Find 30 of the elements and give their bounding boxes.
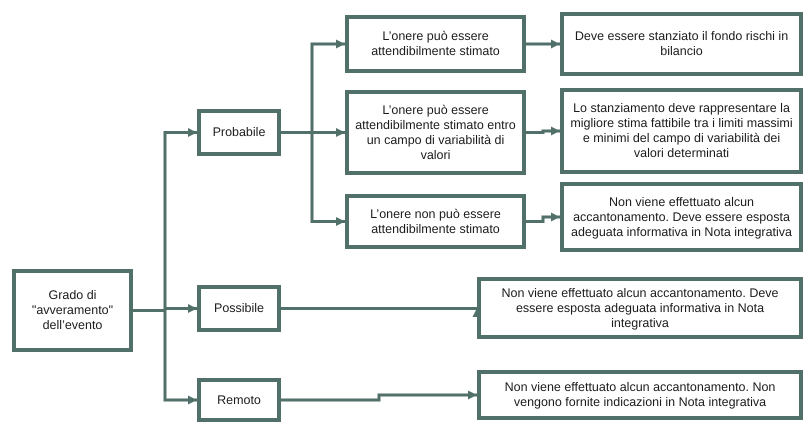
process-box <box>197 285 281 332</box>
box-text: Non viene effettuato alcun accantonamento. Non vengono fornite indicazioni in Nota integrativa <box>504 380 776 410</box>
box-text: Probabile <box>212 125 266 140</box>
arrow <box>133 309 197 404</box>
arrow <box>526 126 560 136</box>
box-text: Deve essere stanziato il fondo rischi in bilancio <box>574 29 790 59</box>
process-box <box>345 90 526 175</box>
box-text: Possibile <box>214 301 264 316</box>
arrow <box>281 390 477 402</box>
box-text: L’onere non può essere attendibilmente stimato <box>369 206 502 236</box>
box-text: Grado di "avveramento" dell’evento <box>30 288 114 333</box>
process-box <box>560 88 803 174</box>
process-box <box>345 15 526 73</box>
box-text: L’onere può essere attendibilmente stimato entro un campo di variabilità di valori <box>355 102 516 162</box>
box-text: L’onere può essere attendibilmente stimato <box>370 29 501 59</box>
box-text: Lo stanziamento deve rappresentare la migliore stima fattibile tra i limiti massimi e minimi del campo di variabilità dei valori determinati <box>570 101 793 161</box>
arrow <box>281 131 345 226</box>
process-box <box>197 109 281 156</box>
process-box <box>477 370 803 420</box>
process-box <box>477 277 803 339</box>
box-text: Non viene effettuato alcun accantonamento. Deve essere esposta adeguata informativa in Nota integrativa <box>570 194 793 240</box>
arrow <box>526 40 562 48</box>
process-box <box>560 182 803 252</box>
box-text: Remoto <box>217 392 261 408</box>
process-box <box>197 378 281 422</box>
box-text: Non viene effettuato alcun accantonamento. Deve essere esposta adeguata informativa in Nota integrativa <box>500 286 780 330</box>
arrow <box>526 212 560 223</box>
process-box <box>345 194 526 249</box>
process-box <box>560 12 803 76</box>
process-box <box>12 269 133 352</box>
